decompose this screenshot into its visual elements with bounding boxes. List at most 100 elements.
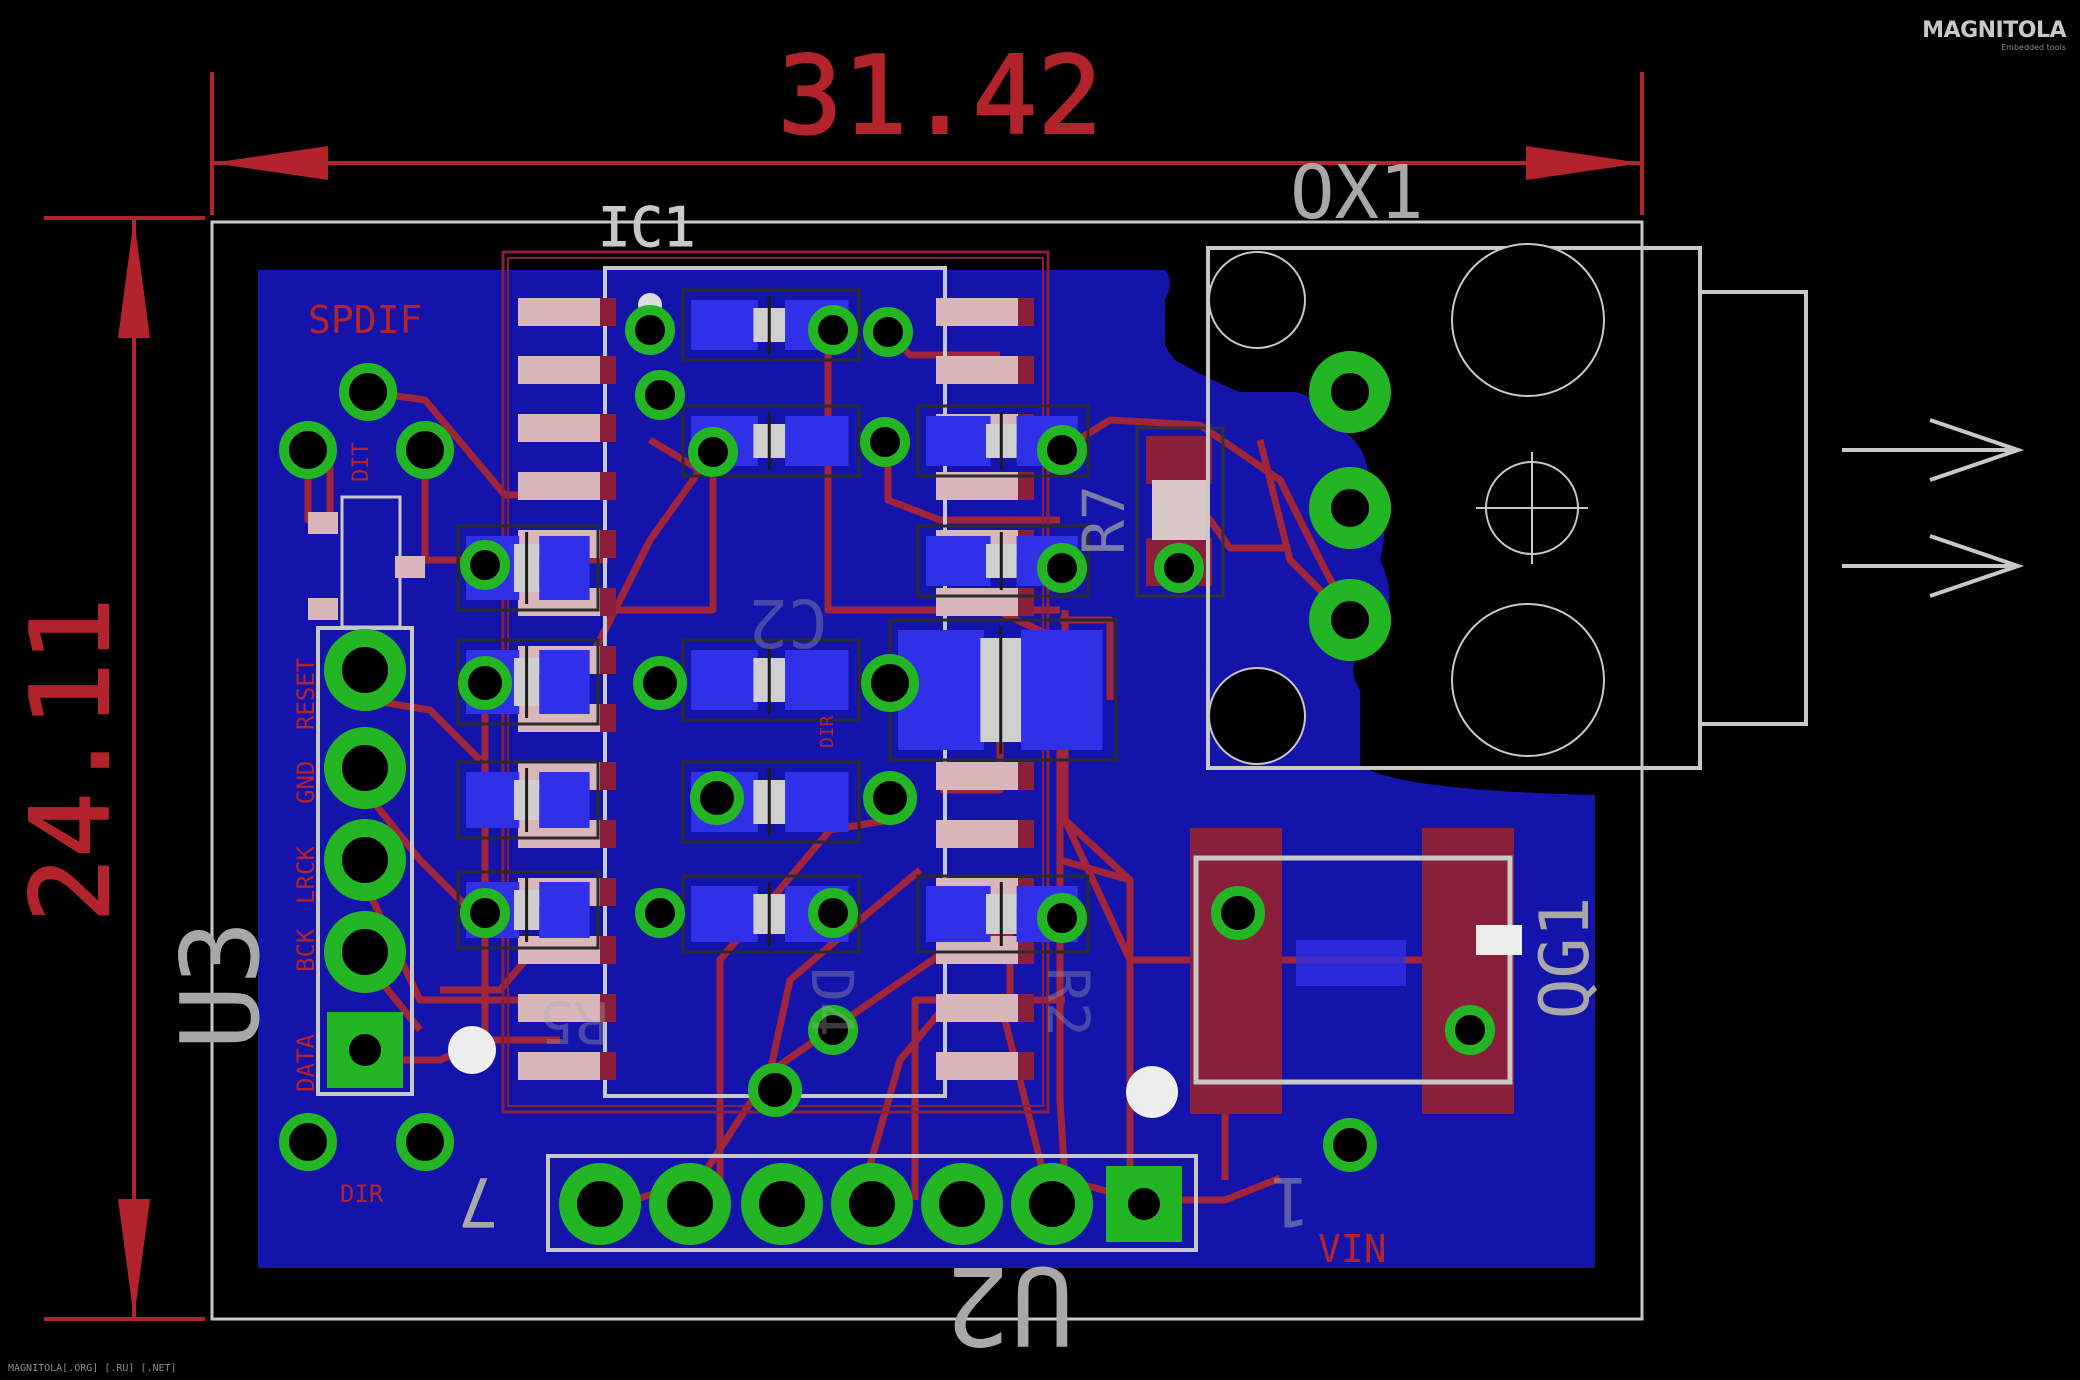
ic1-pad-left: [518, 356, 616, 384]
u2-pin: [559, 1163, 641, 1245]
components-layer: [308, 243, 2025, 1252]
via-rings-layer: [279, 305, 1495, 1245]
smd-part-outline: [456, 760, 600, 840]
via-ring: [861, 654, 919, 712]
smd-part-outline: [916, 874, 1090, 954]
r2-label: R2: [1034, 967, 1102, 1037]
u3-pin: [324, 629, 406, 711]
trace-29: [1059, 856, 1131, 884]
pin-label-data: DATA: [292, 1034, 320, 1092]
ic1-pad-left-edge: [600, 878, 616, 906]
ic1-pad-left-edge: [600, 1052, 616, 1080]
ox1-pin-3: [1309, 579, 1391, 661]
u2-pin: [831, 1163, 913, 1245]
via-ring: [1211, 886, 1265, 940]
ic1-pad-right-edge: [1018, 588, 1034, 616]
d4-label: D4: [798, 967, 866, 1037]
smd-pad-a: [926, 416, 991, 466]
smd-part-outline: [681, 288, 861, 362]
u2-label: U2: [945, 1242, 1075, 1367]
ox1-mount-hole-bl: [1208, 667, 1306, 765]
watermark-title: MAGNITOLA: [1922, 18, 2066, 43]
copper-pour-notch: [1159, 300, 1175, 360]
ic1-pad-left: [518, 472, 616, 500]
via-ring: [625, 305, 675, 355]
sot-pad-2: [308, 598, 338, 620]
ic1-pad-left-edge: [600, 820, 616, 848]
ic1-pad-left-edge: [600, 472, 616, 500]
watermark-subtitle: Embedded tools: [2001, 43, 2066, 52]
smd-pad-b: [539, 882, 590, 938]
smd-pad-b: [539, 536, 590, 600]
pin-label-gnd: GND: [292, 761, 320, 804]
ic1-pad-left-edge: [600, 530, 616, 558]
u3-label: U3: [159, 920, 284, 1050]
dim-width-arrow-left: [212, 146, 328, 180]
via-ring: [460, 540, 510, 590]
u2-pin: [921, 1163, 1003, 1245]
ic1-pad-left-edge: [600, 762, 616, 790]
via-ring: [690, 771, 744, 825]
qg1-outline: [1193, 855, 1513, 1085]
ic1-pad-right: [936, 588, 1034, 616]
ox1-pin-2: [1309, 467, 1391, 549]
ic1-pad-left-edge: [600, 646, 616, 674]
smd-part-outline: [681, 404, 861, 478]
via-ring: [1037, 425, 1087, 475]
dim-width-arrow-right: [1526, 146, 1642, 180]
via-ring: [633, 656, 687, 710]
ic1-pad-left-edge: [600, 588, 616, 616]
via-ring: [460, 888, 510, 938]
dit-label: DIT: [349, 442, 374, 482]
dir-label-bottom: DIR: [340, 1180, 384, 1208]
smd-pad-a: [691, 650, 758, 710]
ox1-mount-hole-br: [1451, 603, 1605, 757]
ox1-mount-hole-tr: [1451, 243, 1605, 397]
board-outline: [210, 220, 1644, 1321]
sot-pad-1: [308, 512, 338, 534]
ic1-pad-left-edge: [600, 994, 616, 1022]
via-ring: [1445, 1005, 1495, 1055]
r5-label: R5: [539, 988, 609, 1056]
num-1-label: 1: [1270, 1161, 1311, 1240]
ic1-pad-right-edge: [1018, 472, 1034, 500]
trace-11: [571, 449, 716, 692]
ic1-pad-right-edge: [1018, 762, 1034, 790]
u2-header-outline: [546, 1154, 1198, 1252]
qg1-label: QG1: [1526, 897, 1605, 1020]
via-ring: [279, 421, 337, 479]
ic1-pad-right: [936, 994, 1034, 1022]
via-ring: [635, 370, 685, 420]
c2-label: C2: [748, 584, 827, 661]
fiducial-right: [1126, 1066, 1178, 1118]
footer-text: MAGNITOLA[.ORG] [.RU] [.NET]: [8, 1363, 177, 1374]
smd-pad-a: [691, 886, 758, 942]
via-ring: [635, 888, 685, 938]
via-ring: [1154, 543, 1204, 593]
via-ring: [808, 888, 858, 938]
ox1-mount-hole-tl: [1208, 251, 1306, 349]
ox1-light-arrow-1: [1842, 418, 2025, 482]
ic1-pad-left-edge: [600, 936, 616, 964]
qg1-sot-body: [1296, 940, 1406, 986]
smd-part-outline: [456, 870, 600, 950]
smd-pad-a: [691, 300, 758, 350]
num-7-label: 7: [458, 1161, 499, 1240]
ic1-pad-right-edge: [1018, 936, 1034, 964]
trace-24: [697, 867, 923, 1182]
qg1-pad-right: [1422, 828, 1514, 1114]
smd-part-outline: [456, 524, 600, 612]
r7-label: R7: [1070, 485, 1138, 555]
u2-pin-square-hole: [1128, 1188, 1160, 1220]
via-ring: [688, 427, 738, 477]
ic1-pad-left: [518, 1052, 616, 1080]
via-ring: [863, 771, 917, 825]
pin-label-reset: RESET: [292, 658, 320, 730]
r7-body: [1152, 480, 1206, 540]
ic1-pad-right-edge: [1018, 298, 1034, 326]
ic1-pad-left: [518, 298, 616, 326]
smd-pad-a: [926, 536, 991, 586]
ic1-pad-right-edge: [1018, 820, 1034, 848]
smd-pad-b: [539, 772, 590, 828]
